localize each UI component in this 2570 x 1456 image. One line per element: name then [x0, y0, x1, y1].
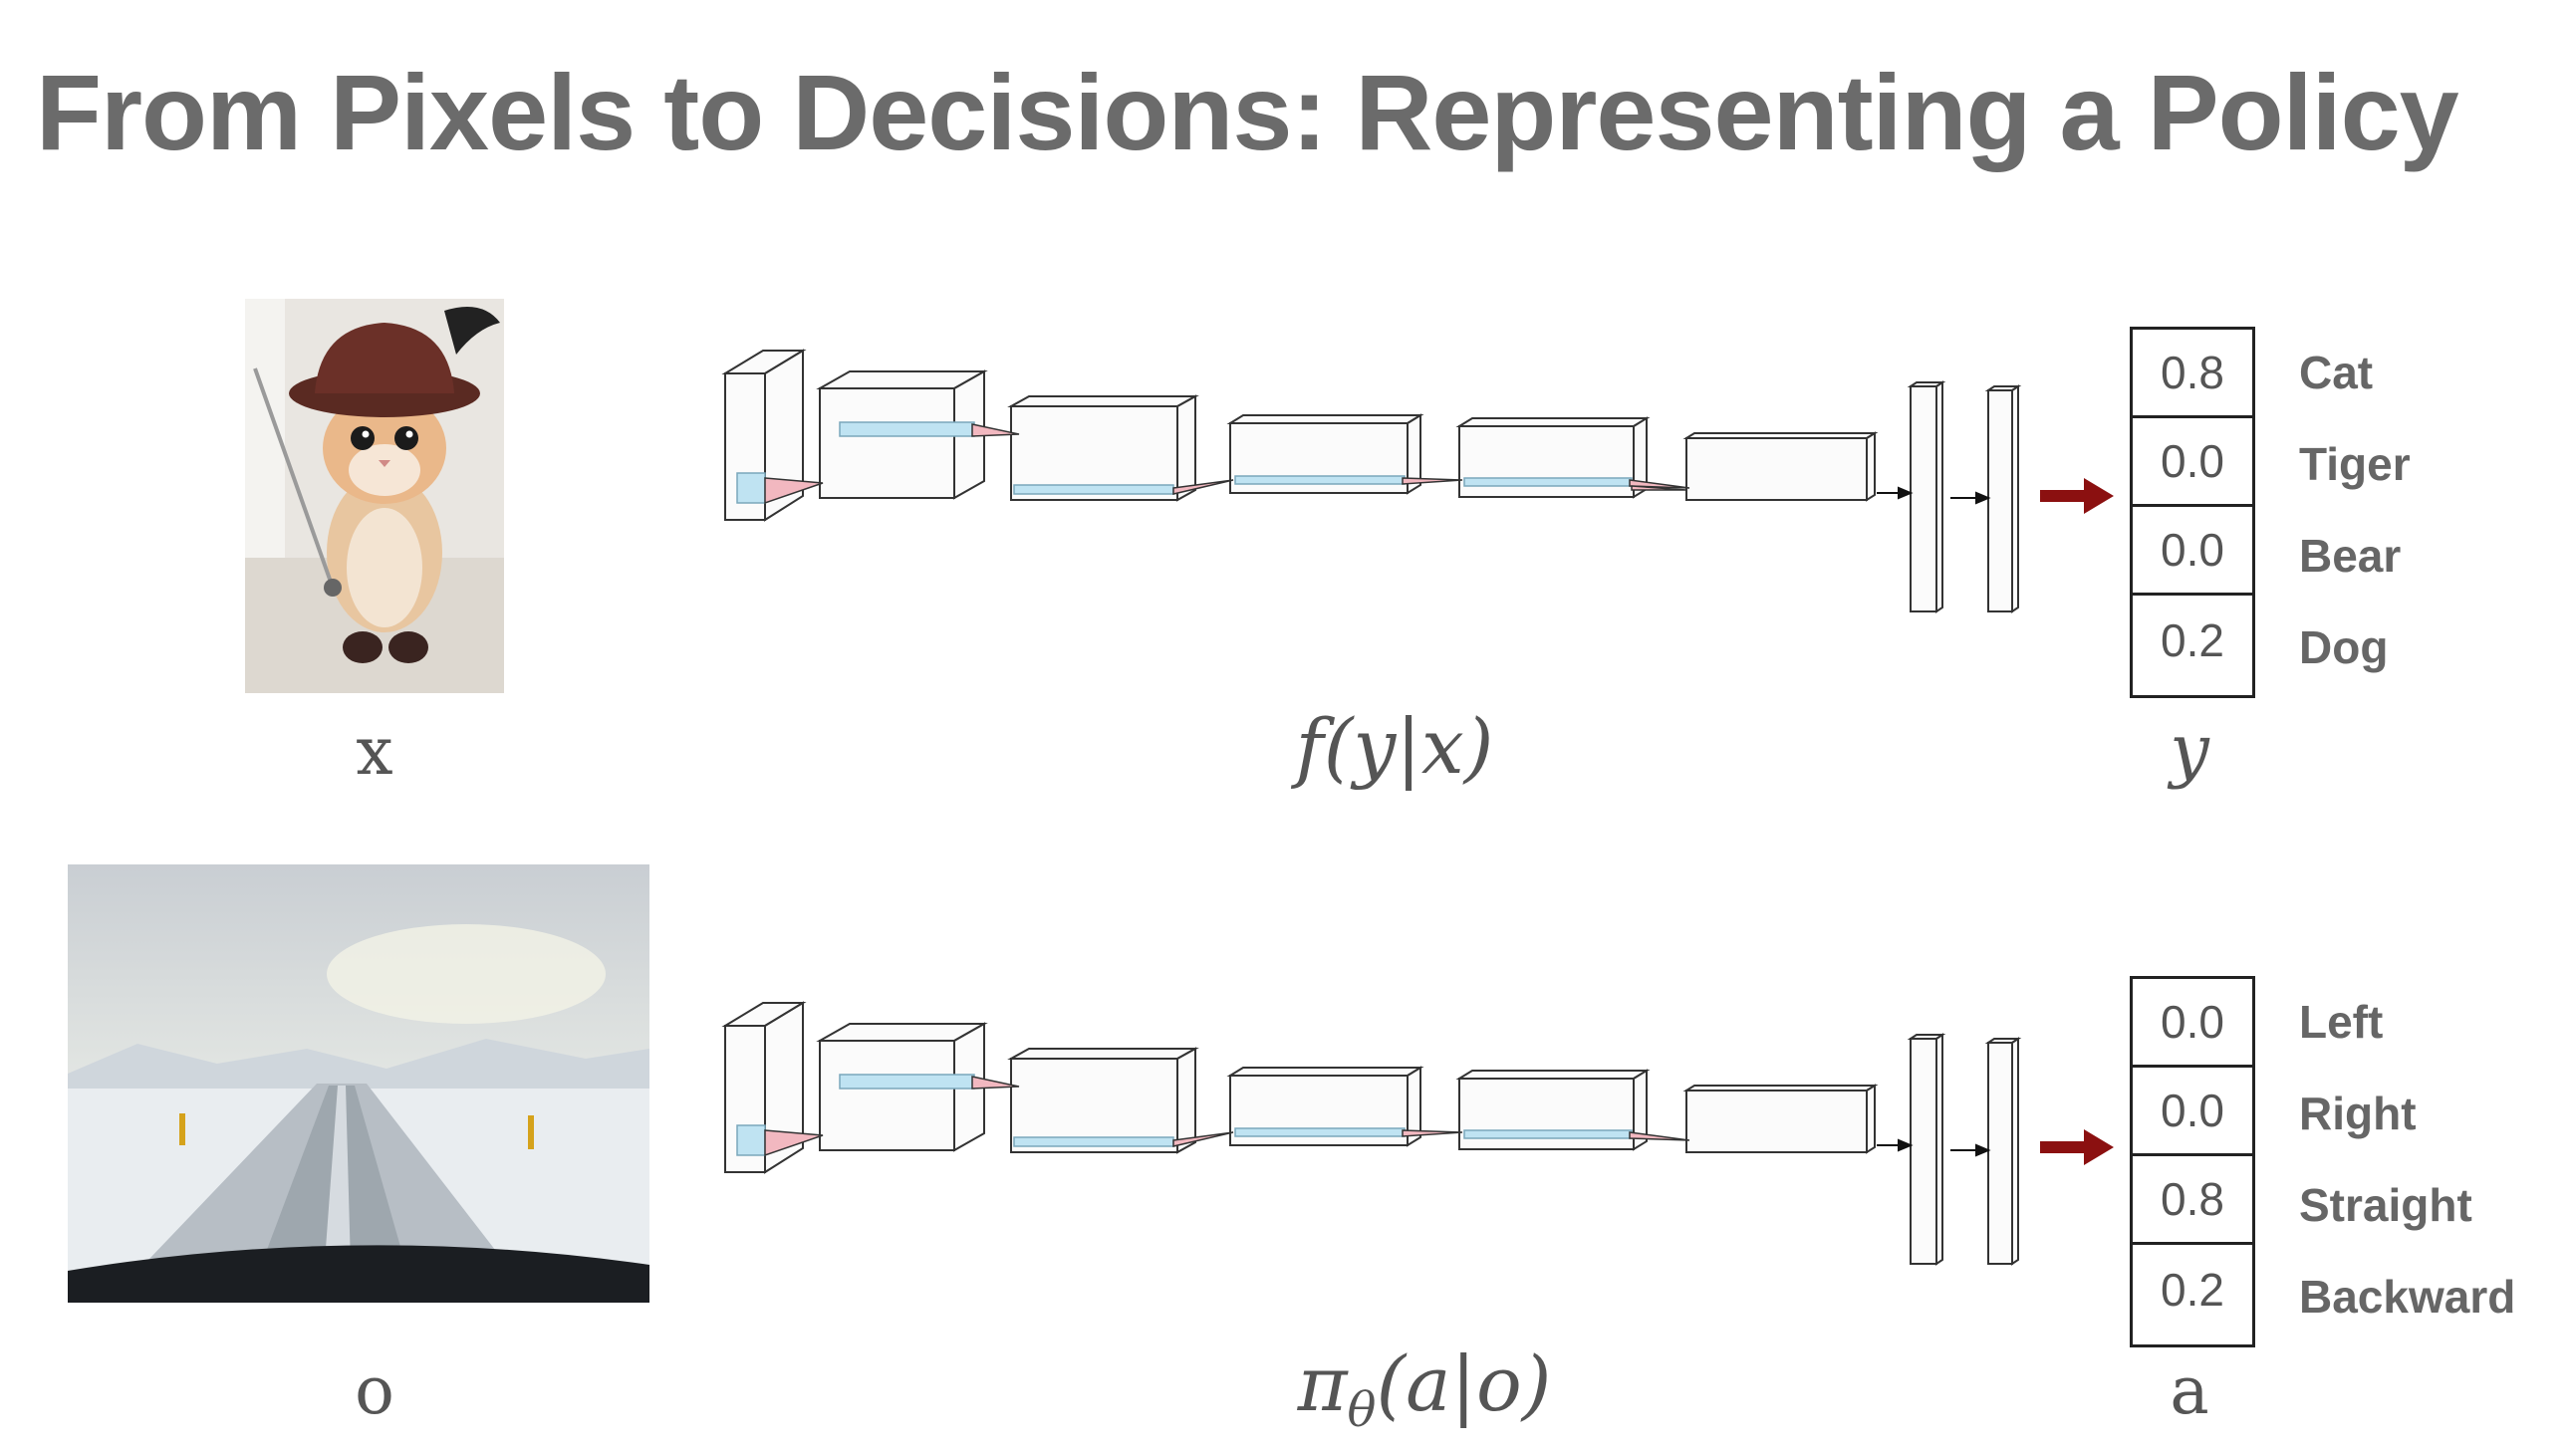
action-label-backward: Backward	[2299, 1251, 2515, 1342]
class-label-bear: Bear	[2299, 510, 2411, 602]
prob-cat: 0.8	[2133, 330, 2252, 418]
road-image	[68, 864, 649, 1303]
prob-backward: 0.2	[2133, 1245, 2252, 1334]
output-arrow-icon	[2040, 1127, 2120, 1167]
prob-left: 0.0	[2133, 979, 2252, 1068]
output-label-a: a	[2150, 1352, 2229, 1429]
action-label-straight: Straight	[2299, 1159, 2515, 1251]
cnn-architecture-policy	[715, 991, 2040, 1320]
output-label-y: y	[2150, 709, 2229, 791]
output-arrow-icon	[2040, 476, 2120, 516]
function-label-f: f(y|x)	[1225, 702, 1564, 791]
class-label-cat: Cat	[2299, 327, 2411, 418]
function-label-pi: πθ(a|o)	[1245, 1339, 1604, 1438]
prob-bear: 0.0	[2133, 507, 2252, 596]
prob-dog: 0.2	[2133, 596, 2252, 684]
slide-title: From Pixels to Decisions: Representing a…	[36, 50, 2546, 174]
action-label-left: Left	[2299, 976, 2515, 1068]
prob-right: 0.0	[2133, 1068, 2252, 1156]
prob-straight: 0.8	[2133, 1156, 2252, 1245]
input-label-o: o	[335, 1352, 414, 1429]
class-label-tiger: Tiger	[2299, 418, 2411, 510]
class-probabilities: 0.8 0.0 0.0 0.2	[2130, 327, 2255, 698]
class-labels: Cat Tiger Bear Dog	[2299, 327, 2411, 693]
cat-image	[245, 299, 504, 693]
class-label-dog: Dog	[2299, 602, 2411, 693]
prob-tiger: 0.0	[2133, 418, 2252, 507]
cnn-architecture-classifier	[715, 339, 2040, 667]
action-labels: Left Right Straight Backward	[2299, 976, 2515, 1342]
action-label-right: Right	[2299, 1068, 2515, 1159]
action-probabilities: 0.0 0.0 0.8 0.2	[2130, 976, 2255, 1347]
input-label-x: x	[335, 713, 414, 790]
